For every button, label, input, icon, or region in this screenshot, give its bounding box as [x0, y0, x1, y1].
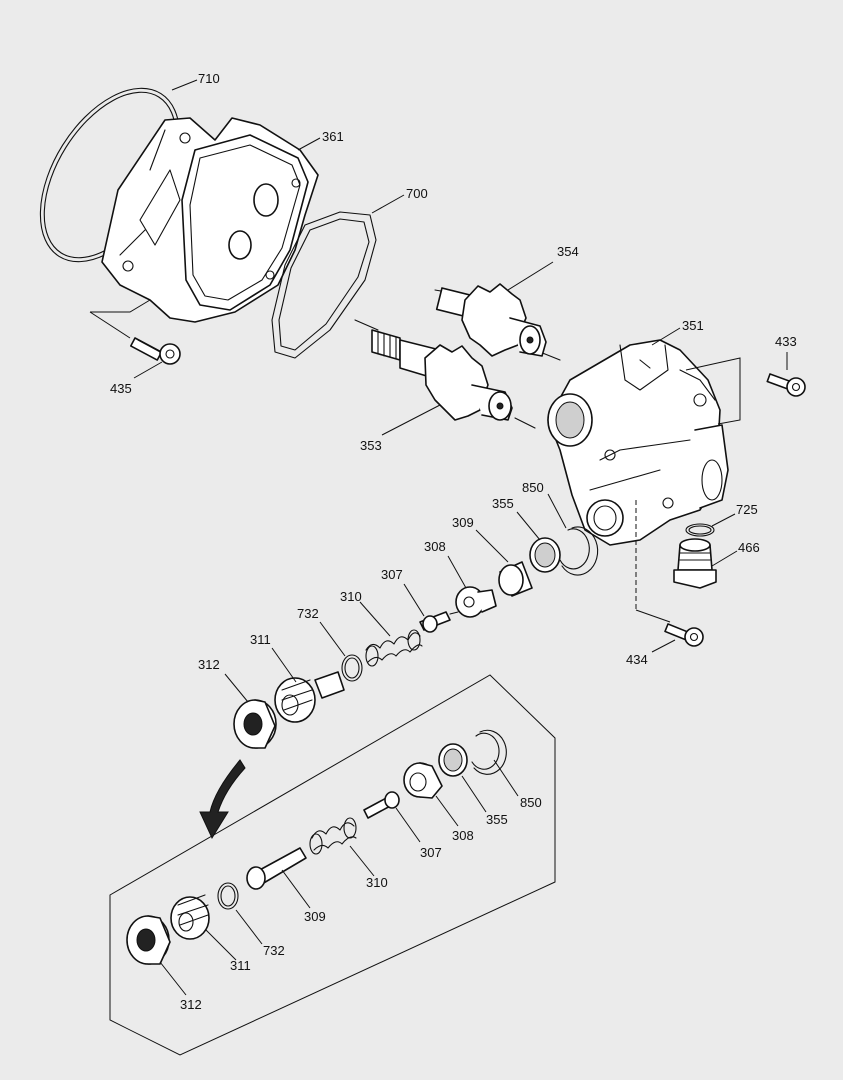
adjust-screw-311-upper: [274, 671, 345, 723]
label-725: 725: [736, 502, 758, 517]
label-353: 353: [360, 438, 382, 453]
label-308-lower: 308: [452, 828, 474, 843]
plunger-308-lower: [403, 762, 443, 799]
cap-312-lower: [126, 915, 171, 965]
label-355-lower: 355: [486, 812, 508, 827]
detail-box: [109, 674, 556, 1056]
gear-shaft-353: [354, 319, 536, 429]
label-310-upper: 310: [340, 589, 362, 604]
filter-355-upper: [529, 537, 561, 573]
label-433: 433: [775, 334, 797, 349]
label-435: 435: [110, 381, 132, 396]
label-355-upper: 355: [492, 496, 514, 511]
label-307-upper: 307: [381, 567, 403, 582]
leader-lines: [89, 79, 788, 996]
adjust-screw-311-lower: [170, 894, 210, 940]
pump-body-351: [547, 339, 741, 610]
o-ring-725: [685, 523, 715, 537]
label-312-upper: 312: [198, 657, 220, 672]
label-466: 466: [738, 540, 760, 555]
snap-ring-850-upper: [559, 526, 599, 576]
label-732-lower: 732: [263, 943, 285, 958]
gasket-700: [271, 211, 377, 359]
label-307-lower: 307: [420, 845, 442, 860]
spring-310-lower: [309, 817, 357, 855]
pump-cover-361: [101, 117, 319, 323]
label-710: 710: [198, 71, 220, 86]
label-312-lower: 312: [180, 997, 202, 1012]
snap-ring-850-lower: [471, 729, 507, 775]
label-850-upper: 850: [522, 480, 544, 495]
label-850-lower: 850: [520, 795, 542, 810]
bolt-434: [664, 623, 704, 647]
label-700: 700: [406, 186, 428, 201]
arrow-indicator: [199, 759, 246, 840]
label-308-upper: 308: [424, 539, 446, 554]
bolt-435: [129, 337, 181, 365]
pin-307-lower: [363, 791, 400, 819]
cap-312-upper: [233, 699, 277, 749]
label-732-upper: 732: [297, 606, 319, 621]
part-labels: 710 361 700 354 351 433 435 353 850 355 …: [110, 71, 797, 1012]
sleeve-309-lower: [246, 847, 307, 890]
plug-466: [673, 538, 717, 589]
label-434: 434: [626, 652, 648, 667]
label-309-lower: 309: [304, 909, 326, 924]
pin-307-upper: [419, 611, 459, 633]
o-ring-732-upper: [341, 654, 363, 682]
label-354: 354: [557, 244, 579, 259]
label-309-upper: 309: [452, 515, 474, 530]
label-311-lower: 311: [230, 958, 251, 973]
o-ring-732-lower: [217, 882, 239, 910]
spring-310-upper: [365, 629, 423, 667]
label-361: 361: [322, 129, 344, 144]
label-311-upper: 311: [250, 632, 271, 647]
gear-354: [434, 283, 561, 361]
label-351: 351: [682, 318, 704, 333]
filter-355-lower: [438, 743, 468, 777]
sleeve-309-upper: [498, 561, 533, 597]
bolt-433: [766, 373, 806, 397]
plunger-308-upper: [455, 586, 497, 618]
label-310-lower: 310: [366, 875, 388, 890]
